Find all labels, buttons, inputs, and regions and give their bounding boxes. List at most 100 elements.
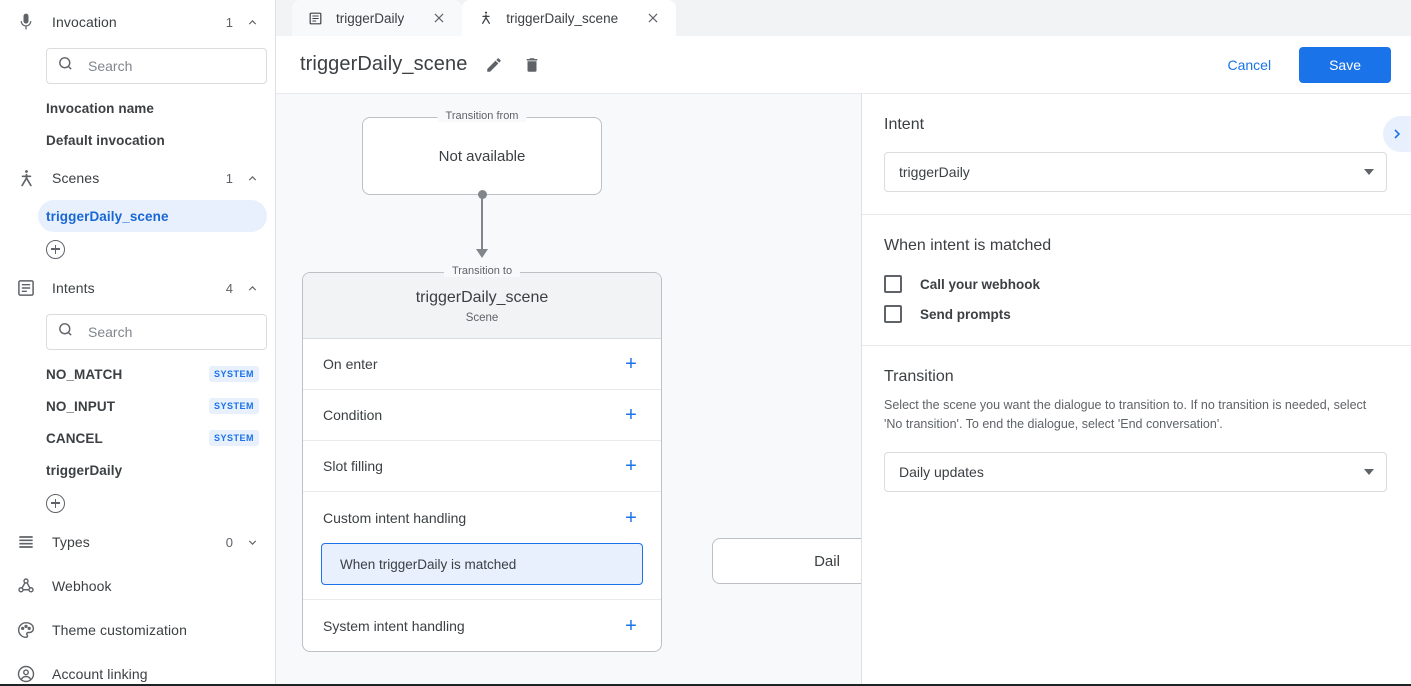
scene-tab-icon [478,10,494,26]
sidebar-item-webhook[interactable]: Webhook [0,564,275,608]
sidebar-item-intent-cancel-label: CANCEL [46,430,103,446]
chevron-up-icon[interactable] [245,171,259,185]
sidebar-item-invocation-name-label: Invocation name [46,100,155,116]
intents-search-box[interactable] [46,314,271,350]
transition-target-node[interactable]: Tr Dail [712,538,861,584]
call-webhook-checkbox[interactable] [884,275,902,293]
chevron-right-icon[interactable] [1383,116,1411,152]
sidebar-item-intent-no-input[interactable]: NO_INPUT SYSTEM [38,390,267,422]
sidebar-item-scene-label: triggerDaily_scene [46,208,169,224]
scene-node-title: triggerDaily_scene [415,289,549,306]
status-badge: SYSTEM [208,430,259,446]
add-system-intent-handling-button[interactable]: + [625,614,637,637]
transition-to-legend: Transition to [443,265,521,277]
invocation-search-wrap [0,44,275,92]
scene-fork-icon [14,166,38,190]
add-intent-row[interactable] [0,486,275,520]
intent-block: Intent triggerDaily [862,94,1411,215]
cancel-button[interactable]: Cancel [1213,48,1285,82]
scene-row-on-enter[interactable]: On enter + [303,339,661,390]
sidebar-item-theme-customization-label: Theme customization [52,622,187,638]
tab-triggerdaily-scene-label: triggerDaily_scene [506,10,619,26]
add-slot-filling-button[interactable]: + [625,455,637,477]
intents-search-wrap [0,310,275,358]
add-custom-intent-handling-button[interactable]: + [625,506,637,529]
sidebar-section-scenes-label: Scenes [52,170,100,186]
add-scene-row[interactable] [0,232,275,266]
sidebar-item-invocation-name[interactable]: Invocation name [38,92,267,124]
intent-select-value: triggerDaily [899,164,970,180]
sidebar-section-invocation[interactable]: Invocation 1 [0,0,275,44]
transition-target-value: Dail [814,552,840,570]
transition-description: Select the scene you want the dialogue t… [884,398,1367,431]
send-prompts-checkbox[interactable] [884,305,902,323]
sidebar-section-intents[interactable]: Intents 4 [0,266,275,310]
sidebar-section-invocation-label: Invocation [52,14,117,30]
invocation-search-input[interactable] [86,57,271,75]
microphone-icon [14,10,38,34]
sidebar-section-types[interactable]: Types 0 [0,520,275,564]
call-webhook-row[interactable]: Call your webhook [884,275,1387,293]
sidebar-item-theme-customization[interactable]: Theme customization [0,608,275,652]
scene-node-header: triggerDaily_scene Scene [303,273,661,339]
chevron-up-icon[interactable] [245,281,259,295]
trash-icon[interactable] [523,56,541,74]
sidebar-item-default-invocation[interactable]: Default invocation [38,124,267,156]
account-circle-icon [14,662,38,686]
scene-row-condition[interactable]: Condition + [303,390,661,441]
intent-section-title: Intent [884,116,925,133]
intents-search-input[interactable] [86,323,271,341]
invocation-search-box[interactable] [46,48,271,84]
send-prompts-row[interactable]: Send prompts [884,305,1387,323]
scene-row-system-intent-handling-label: System intent handling [323,617,465,634]
intent-tab-icon [308,10,324,26]
pencil-icon[interactable] [485,56,503,74]
chevron-down-icon [1364,169,1374,175]
sidebar-section-scenes[interactable]: Scenes 1 [0,156,275,200]
scene-row-slot-filling-label: Slot filling [323,458,383,474]
scene-graph-canvas[interactable]: Transition from Not available Transition… [276,94,862,686]
edge-arrow-down-icon [476,249,488,258]
when-intent-matched-block: When intent is matched Call your webhook… [862,215,1411,346]
scene-row-system-intent-handling[interactable]: System intent handling + [303,600,661,651]
close-icon[interactable] [430,9,448,27]
scene-row-slot-filling[interactable]: Slot filling + [303,441,661,492]
sidebar-item-intent-cancel[interactable]: CANCEL SYSTEM [38,422,267,454]
scene-row-custom-intent-handling-group: Custom intent handling + When triggerDai… [303,492,661,600]
sidebar: Invocation 1 Invocation name Default inv… [0,0,276,686]
sidebar-section-scenes-count: 1 [225,170,233,186]
palette-icon [14,618,38,642]
chevron-up-icon[interactable] [245,15,259,29]
sidebar-item-intent-no-match-label: NO_MATCH [46,366,123,382]
sidebar-section-intents-label: Intents [52,280,95,296]
call-webhook-label: Call your webhook [920,276,1041,292]
webhook-icon [14,574,38,598]
intent-handler-panel: Intent triggerDaily When intent is match… [862,94,1411,686]
add-on-enter-button[interactable]: + [625,353,637,375]
sidebar-item-intent-triggerdaily[interactable]: triggerDaily [38,454,267,486]
tab-triggerdaily-scene[interactable]: triggerDaily_scene [462,0,677,36]
save-button[interactable]: Save [1299,46,1391,83]
search-icon [57,55,74,77]
transition-from-node[interactable]: Transition from Not available [362,110,602,195]
sidebar-item-intent-no-match[interactable]: NO_MATCH SYSTEM [38,358,267,390]
scene-row-custom-intent-handling[interactable]: Custom intent handling + [303,492,661,543]
close-icon[interactable] [644,9,662,27]
add-circle-icon[interactable] [46,239,65,259]
sidebar-item-intent-no-input-label: NO_INPUT [46,398,116,414]
chevron-down-icon[interactable] [245,535,259,549]
send-prompts-label: Send prompts [920,306,1011,322]
tab-triggerdaily[interactable]: triggerDaily [292,0,463,36]
transition-block: Transition Select the scene you want the… [862,346,1411,514]
scene-node[interactable]: Transition to triggerDaily_scene Scene O… [302,265,662,652]
add-circle-icon[interactable] [46,493,65,513]
intent-select[interactable]: triggerDaily [884,152,1387,192]
transition-select-value: Daily updates [899,463,984,480]
intent-handler-chip[interactable]: When triggerDaily is matched [321,543,643,585]
add-condition-button[interactable]: + [625,404,637,426]
sidebar-item-scene-triggerdaily-scene[interactable]: triggerDaily_scene [38,200,267,232]
transition-select[interactable]: Daily updates [884,451,1387,492]
when-intent-matched-title: When intent is matched [884,237,1052,254]
sidebar-item-account-linking[interactable]: Account linking [0,652,275,686]
